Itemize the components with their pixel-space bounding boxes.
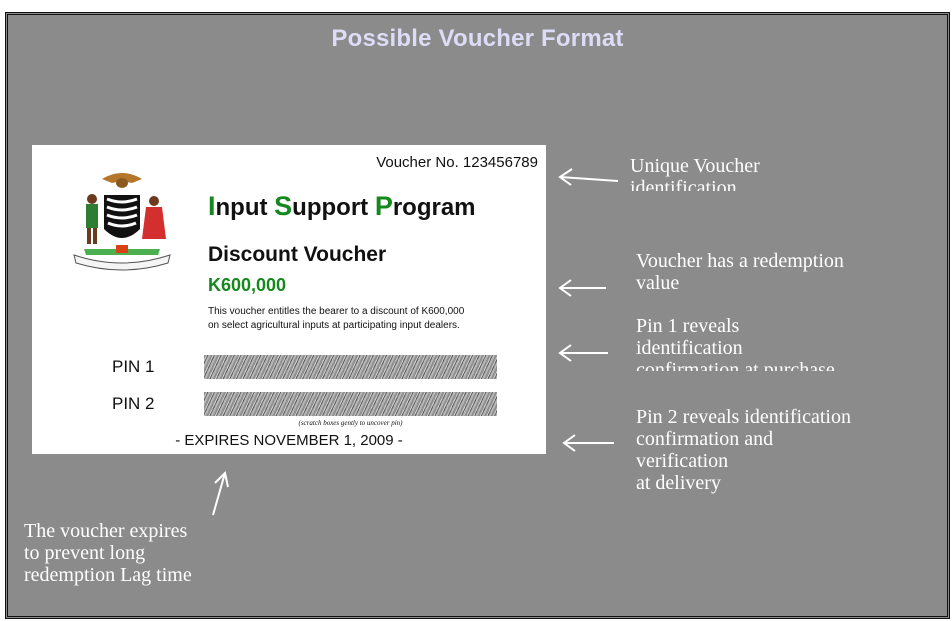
annotation-arrows bbox=[212, 168, 619, 516]
annotation-line: redemption Lag time bbox=[24, 564, 192, 586]
annotation-line: Pin 1 reveals bbox=[636, 315, 740, 337]
annotation-redemption: Voucher has a redemption value bbox=[636, 250, 844, 294]
annotation-line: Unique Voucher bbox=[630, 155, 760, 177]
description-line: This voucher entitles the bearer to a di… bbox=[208, 306, 465, 317]
program-word-input: nput bbox=[215, 194, 275, 221]
arrow-icon bbox=[558, 344, 608, 362]
annotation-unique-id: Unique Voucher identification bbox=[630, 155, 760, 191]
arrow-icon bbox=[558, 279, 606, 297]
program-name: Input Support Program bbox=[208, 191, 476, 222]
annotation-line: Voucher has a redemption bbox=[636, 250, 844, 272]
voucher-amount: K600,000 bbox=[208, 275, 287, 295]
pin1-scratch-box[interactable] bbox=[204, 355, 497, 379]
slide-title: Possible Voucher Format bbox=[331, 25, 624, 52]
pin2-scratch-box[interactable] bbox=[204, 392, 497, 416]
pin2-label: PIN 2 bbox=[112, 394, 155, 413]
voucher-number: Voucher No. 123456789 bbox=[376, 154, 538, 171]
annotation-line: identification bbox=[636, 337, 743, 359]
annotation-pin2: Pin 2 reveals identification confirmatio… bbox=[636, 406, 851, 494]
annotation-line: value bbox=[636, 272, 680, 294]
pin1-label: PIN 1 bbox=[112, 357, 155, 376]
annotation-line: confirmation at purchase bbox=[636, 359, 835, 371]
expiry-date: - EXPIRES NOVEMBER 1, 2009 - bbox=[175, 432, 403, 449]
annotation-line: Pin 2 reveals identification bbox=[636, 406, 851, 428]
annotation-expiry: The voucher expires to prevent long rede… bbox=[24, 520, 192, 586]
scratch-instructions: (scratch boxes gently to uncover pin) bbox=[298, 419, 403, 427]
arrow-icon bbox=[562, 434, 614, 452]
program-word-support: upport bbox=[292, 194, 375, 221]
program-letter-s: S bbox=[274, 191, 293, 221]
voucher-type: Discount Voucher bbox=[208, 243, 387, 266]
program-letter-p: P bbox=[374, 191, 393, 221]
program-word-program: rogram bbox=[392, 194, 476, 221]
voucher-card: Voucher No. 123456789 Input Support Prog… bbox=[32, 145, 546, 454]
annotation-line: identification bbox=[630, 177, 737, 191]
program-letter-i: I bbox=[208, 191, 216, 221]
coat-of-arms-icon bbox=[73, 173, 171, 271]
annotation-pin1: Pin 1 reveals identification confirmatio… bbox=[636, 315, 835, 371]
annotation-line: The voucher expires bbox=[24, 520, 188, 542]
annotation-line: confirmation and bbox=[636, 428, 774, 450]
annotation-line: at delivery bbox=[636, 472, 721, 494]
arrow-icon bbox=[212, 470, 229, 516]
slide: Possible Voucher Format Voucher No. 1234… bbox=[5, 12, 950, 619]
annotation-line: verification bbox=[636, 450, 729, 472]
description-line: on select agricultural inputs at partici… bbox=[208, 320, 460, 331]
arrow-icon bbox=[558, 168, 619, 186]
annotation-line: to prevent long bbox=[24, 542, 146, 564]
voucher-description: This voucher entitles the bearer to a di… bbox=[208, 305, 543, 333]
